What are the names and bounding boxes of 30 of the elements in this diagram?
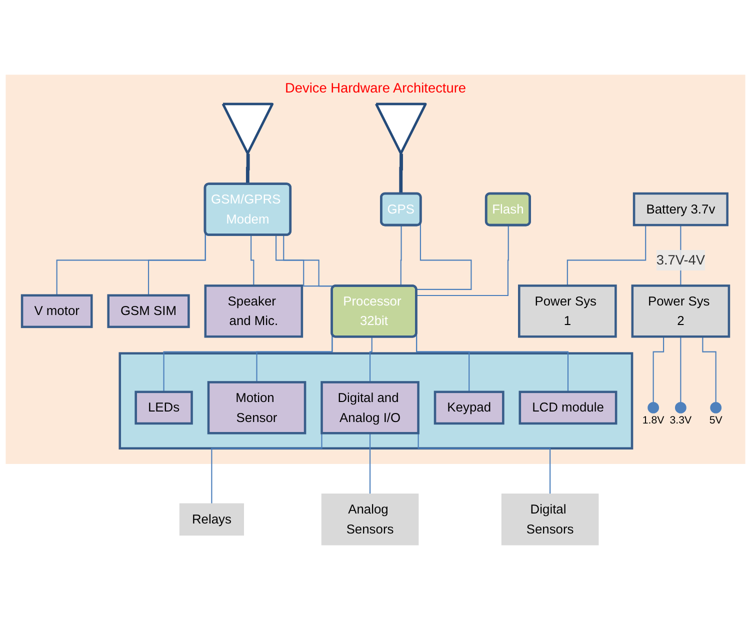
node-box: GSM SIM — [107, 294, 190, 328]
voltage-label: 1.8V — [642, 414, 664, 427]
node-circle — [648, 402, 660, 414]
node-box: Keypad — [434, 390, 504, 425]
node-box: Analog Sensors — [321, 494, 419, 546]
node-box: Digital Sensors — [501, 494, 599, 546]
node-box: Battery 3.7v — [632, 192, 728, 226]
connector — [370, 337, 372, 383]
connector — [370, 433, 371, 494]
node-circle — [674, 402, 686, 414]
connector — [250, 235, 254, 286]
node-box: Power Sys 1 — [518, 284, 617, 338]
edge-label: 3.7V-4V — [656, 252, 706, 268]
voltage-label: 3.3V — [670, 414, 692, 427]
node-box: Speaker and Mic. — [204, 284, 304, 338]
node-box: Power Sys 2 — [631, 284, 730, 338]
node-circle — [710, 402, 722, 414]
connector — [702, 336, 716, 403]
connector — [680, 336, 682, 403]
connector — [566, 225, 646, 286]
connector — [652, 336, 664, 403]
node-box: Motion Sensor — [207, 381, 306, 434]
node-box: LCD module — [518, 390, 618, 425]
connector — [416, 224, 472, 290]
node-box: Relays — [179, 503, 244, 536]
connector — [416, 225, 509, 296]
node-box: V motor — [20, 294, 93, 328]
voltage-label: 5V — [709, 414, 722, 427]
node-box: LEDs — [134, 390, 193, 425]
node-box: Digital and Analog I/O — [320, 381, 420, 434]
